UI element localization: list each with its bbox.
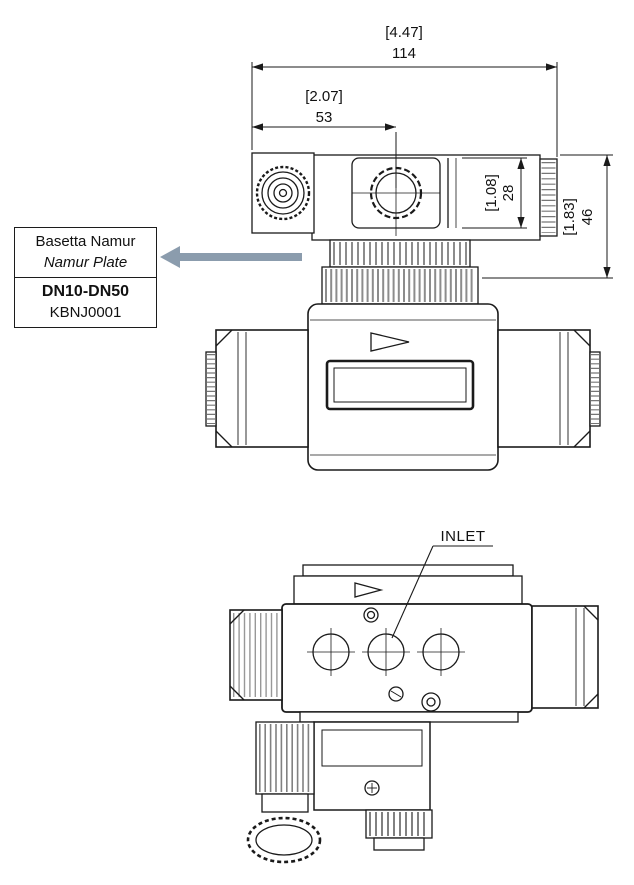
coil-nut-scallop-ring xyxy=(255,165,311,221)
bolt-head xyxy=(421,692,441,712)
dim-53: [2.07] 53 xyxy=(252,88,397,188)
callout-arrow xyxy=(160,246,302,268)
bv-cable-gland xyxy=(365,809,433,851)
right-thread-stub xyxy=(589,351,601,427)
dim-46: [1.83] 46 xyxy=(482,154,613,279)
callout-top-section: Basetta Namur Namur Plate xyxy=(15,228,156,278)
namur-plate-callout: Basetta Namur Namur Plate DN10-DN50 KBNJ… xyxy=(14,227,157,328)
left-thread-stub xyxy=(205,351,217,427)
bv-left-union xyxy=(229,609,283,701)
callout-size-range: DN10-DN50 xyxy=(41,283,130,300)
dim-114: [4.47] 114 xyxy=(251,24,558,157)
dim-28-mm: 28 xyxy=(500,185,517,202)
dim-46-mm: 46 xyxy=(579,209,596,226)
top-view xyxy=(205,150,601,471)
right-union-nut xyxy=(497,329,601,448)
callout-arrow-head xyxy=(160,246,180,268)
callout-arrow-tail xyxy=(180,253,302,261)
actuator-end-cap xyxy=(539,158,558,237)
slotted-screw xyxy=(388,686,404,702)
inlet-callout: INLET xyxy=(391,528,493,639)
dim-28-inch: [1.08] xyxy=(483,174,500,212)
namur-mounting-plate xyxy=(321,239,479,305)
dim-46-inch: [1.83] xyxy=(561,198,578,236)
callout-subtitle: Namur Plate xyxy=(43,254,128,271)
inlet-leader-line xyxy=(391,545,434,639)
dim-114-mm: 114 xyxy=(392,45,416,62)
label-window-inner xyxy=(333,367,467,403)
inlet-label: INLET xyxy=(440,528,485,545)
callout-title: Basetta Namur xyxy=(35,233,136,250)
dimensions: [4.47] 114 [2.07] 53 [1.08] 28 xyxy=(251,24,613,279)
bv-override-knob xyxy=(246,816,322,864)
bv-solenoid-assembly xyxy=(246,711,519,864)
connector-screw xyxy=(364,780,380,796)
valve-body xyxy=(307,303,499,471)
left-union-nut xyxy=(205,329,309,448)
manifold-outline xyxy=(281,603,533,713)
flow-direction-marker xyxy=(370,332,410,352)
solenoid-coil xyxy=(251,152,315,234)
bv-manifold-block xyxy=(281,603,533,713)
callout-part-number: KBNJ0001 xyxy=(49,304,122,321)
bottom-view xyxy=(229,564,599,864)
bv-right-union xyxy=(531,605,599,709)
dim-53-mm: 53 xyxy=(316,109,333,126)
bv-valve-body-edge xyxy=(293,564,523,605)
callout-bottom-section: DN10-DN50 KBNJ0001 xyxy=(15,278,156,327)
bv-inlet-ports xyxy=(307,628,465,676)
dim-28: [1.08] 28 xyxy=(462,157,527,229)
dim-53-inch: [2.07] xyxy=(305,88,343,105)
dim-114-inch: [4.47] xyxy=(385,24,423,41)
bv-din-connector xyxy=(313,721,431,811)
bv-flow-marker xyxy=(354,582,384,598)
bv-coil xyxy=(255,721,315,813)
